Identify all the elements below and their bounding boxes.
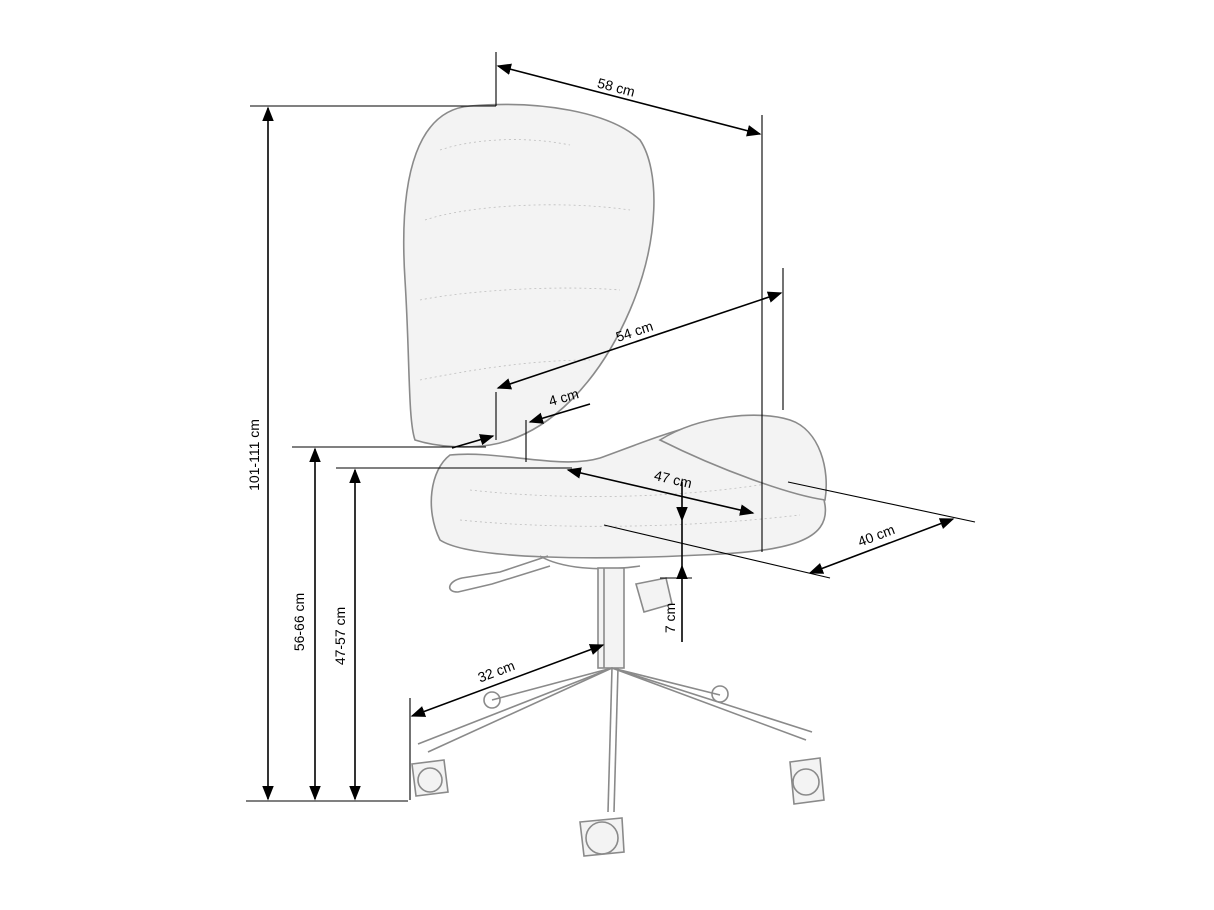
label-armrest-height: 56-66 cm	[291, 593, 307, 651]
dim-width-top-line	[496, 63, 762, 137]
chair-casters	[411, 685, 825, 857]
chair-gas-lift	[597, 567, 625, 669]
chair-backrest	[402, 103, 655, 448]
chair-knob	[634, 577, 673, 613]
dim-seat-thickness-line-b	[528, 403, 591, 424]
dim-seat-depth-line	[566, 467, 755, 516]
dimension-lines	[246, 52, 976, 802]
label-base-depth: 40 cm	[856, 521, 897, 549]
dim-base-radius-line	[410, 644, 605, 717]
label-total-height: 101-111 cm	[246, 419, 262, 491]
label-gas-lift: 7 cm	[662, 603, 678, 633]
dim-seat-width-line	[496, 291, 783, 390]
label-seat-height: 47-57 cm	[332, 607, 348, 665]
dim-seat-thickness-line-a	[451, 434, 495, 449]
dim-base-depth-line	[808, 518, 955, 574]
chair-star-base	[417, 667, 813, 813]
chair-tilt-lever	[449, 555, 551, 593]
label-base-radius: 32 cm	[476, 657, 517, 685]
